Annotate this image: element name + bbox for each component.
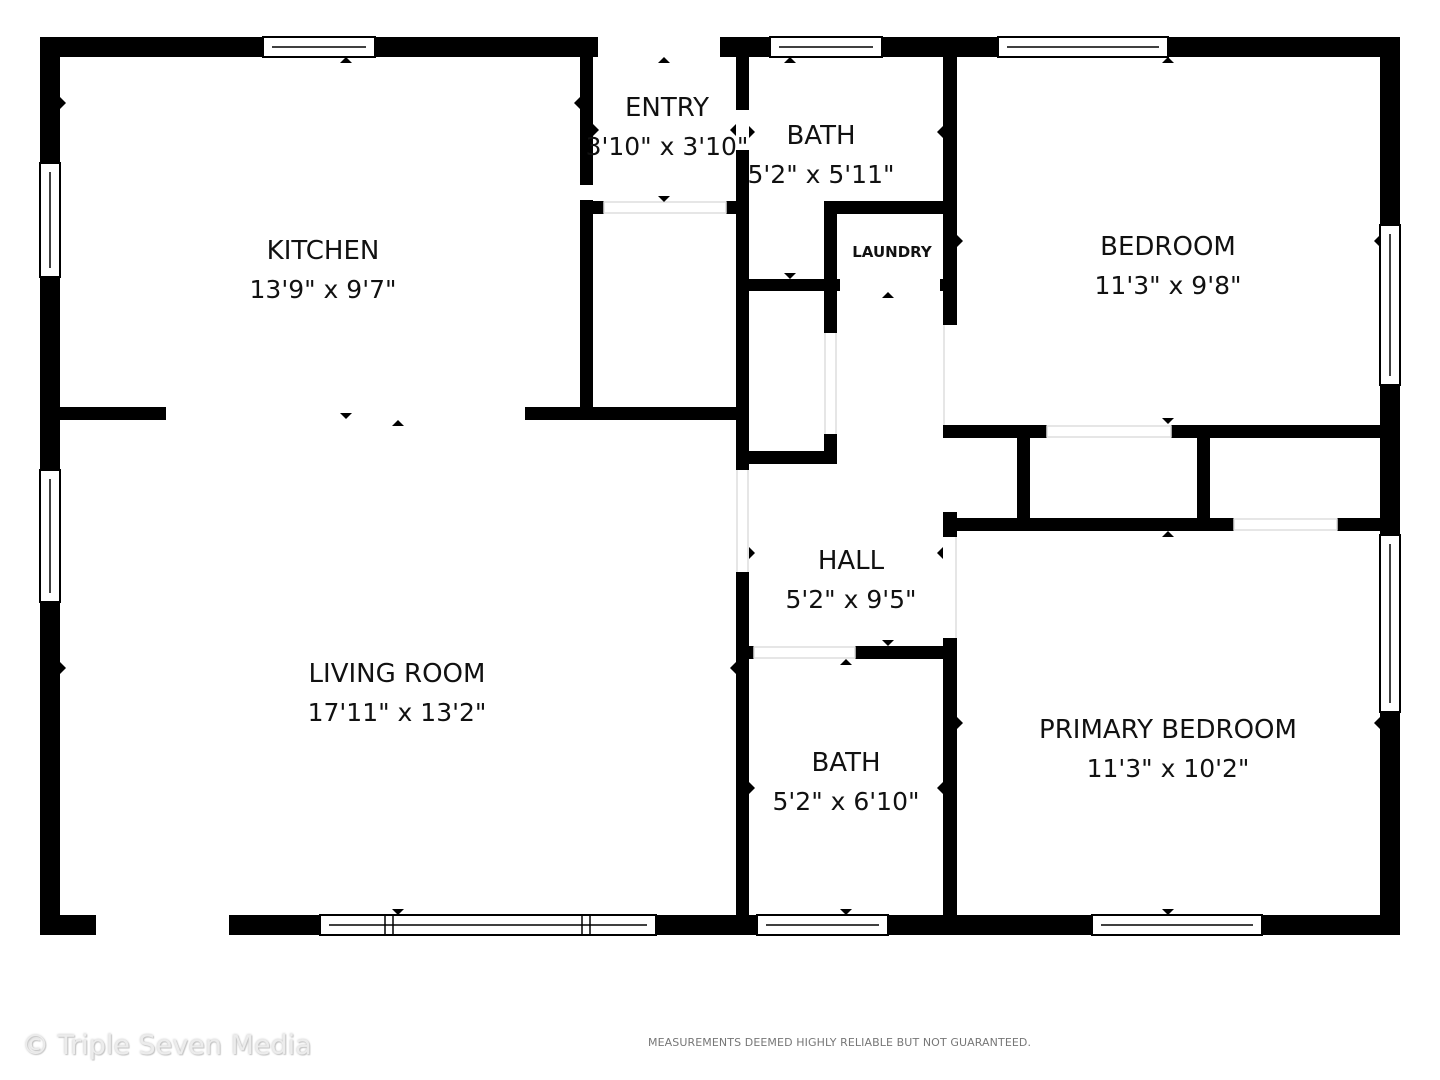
room-name-living: LIVING ROOM	[309, 659, 486, 689]
room-bath-top: BATH 5'2" x 5'11"	[748, 121, 895, 189]
windows	[39, 36, 1401, 936]
room-name-entry: ENTRY	[625, 93, 709, 123]
room-bedroom: BEDROOM 11'3" x 9'8"	[1095, 232, 1242, 300]
room-living: LIVING ROOM 17'11" x 13'2"	[308, 659, 487, 727]
room-name-bedroom: BEDROOM	[1100, 232, 1236, 262]
room-dimensions-primary-bedroom: 11'3" x 10'2"	[1087, 754, 1250, 783]
room-primary-bedroom: PRIMARY BEDROOM 11'3" x 10'2"	[1039, 715, 1297, 783]
exterior-walls	[40, 37, 1400, 935]
room-laundry: LAUNDRY	[852, 243, 933, 261]
room-name-kitchen: KITCHEN	[267, 236, 380, 266]
room-entry: ENTRY 3'10" x 3'10"	[586, 93, 749, 161]
room-dimensions-entry: 3'10" x 3'10"	[586, 132, 749, 161]
room-dimensions-bath-top: 5'2" x 5'11"	[748, 160, 895, 189]
room-name-bath-bottom: BATH	[811, 748, 880, 778]
room-bath-bottom: BATH 5'2" x 6'10"	[773, 748, 920, 816]
room-dimensions-hall: 5'2" x 9'5"	[785, 585, 916, 614]
door-openings	[603, 201, 1338, 659]
room-name-bath-top: BATH	[786, 121, 855, 151]
disclaimer-text: MEASUREMENTS DEEMED HIGHLY RELIABLE BUT …	[648, 1036, 1032, 1049]
room-kitchen: KITCHEN 13'9" x 9'7"	[250, 236, 397, 304]
room-dimensions-living: 17'11" x 13'2"	[308, 698, 487, 727]
room-name-laundry: LAUNDRY	[852, 243, 933, 261]
room-dimensions-kitchen: 13'9" x 9'7"	[250, 275, 397, 304]
room-dimensions-bath-bottom: 5'2" x 6'10"	[773, 787, 920, 816]
room-name-hall: HALL	[818, 546, 885, 576]
interior-walls	[60, 55, 1400, 935]
room-dimensions-bedroom: 11'3" x 9'8"	[1095, 271, 1242, 300]
room-hall: HALL 5'2" x 9'5"	[785, 546, 916, 614]
dimension-markers	[60, 57, 1380, 915]
room-name-primary-bedroom: PRIMARY BEDROOM	[1039, 715, 1297, 745]
watermark-text: © Triple Seven Media	[22, 1030, 312, 1061]
